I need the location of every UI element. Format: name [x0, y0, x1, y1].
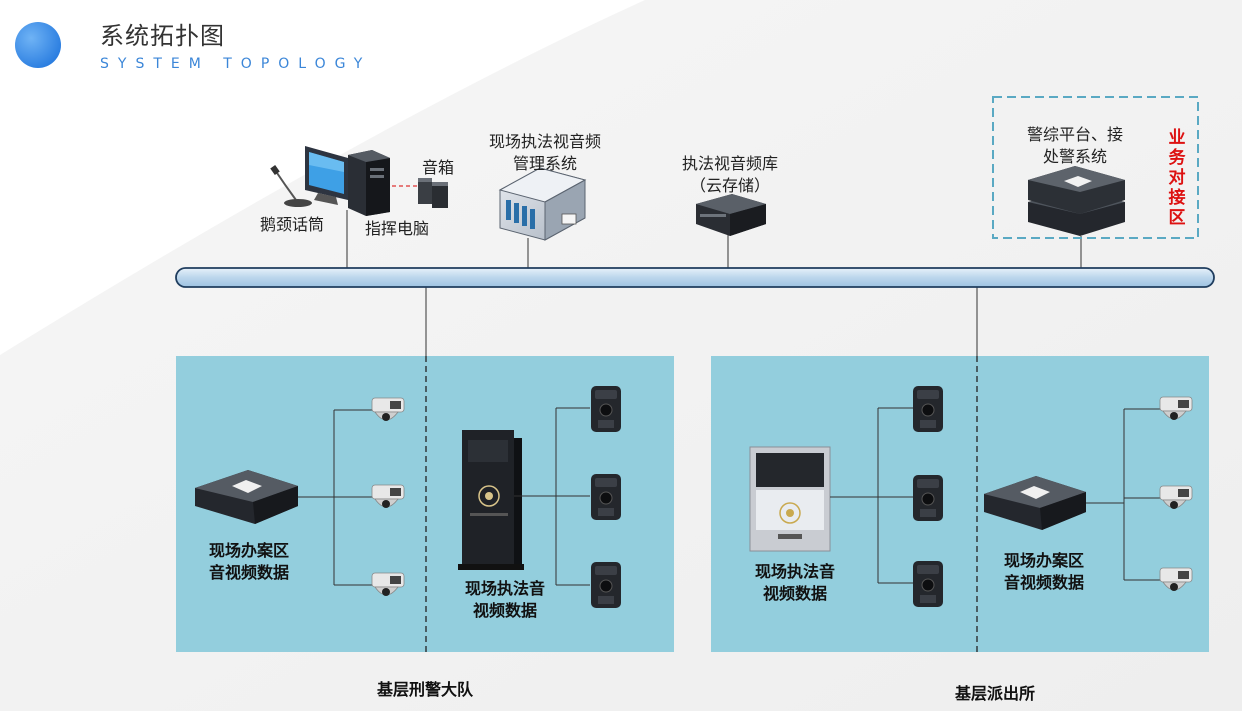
body-camera-icon	[591, 562, 621, 608]
storage-label-line1: 执法视音频库	[681, 154, 778, 173]
right-kiosk-links	[830, 407, 913, 584]
page-subtitle: SYSTEM TOPOLOGY	[100, 56, 372, 72]
mgmt-label-line1: 现场执法视音频	[488, 132, 601, 151]
left-recorder-label-line1: 现场办案区	[208, 541, 289, 560]
left-kiosk-links	[514, 407, 590, 586]
page-title: 系统拓扑图	[100, 22, 225, 50]
dome-camera-icon	[371, 484, 405, 508]
right-kiosk-icon	[749, 446, 831, 552]
right-recorder-icon	[984, 476, 1086, 530]
mic-label: 鹅颈话筒	[259, 215, 324, 234]
body-camera-icon	[591, 474, 621, 520]
right-kiosk-label-line1: 现场执法音	[754, 562, 835, 581]
storage-label-line2: （云存储）	[689, 176, 770, 195]
left-kiosk-label-line1: 现场执法音	[464, 579, 545, 598]
mgmt-label-line2: 管理系统	[512, 154, 577, 173]
right-zone-caption: 基层派出所	[954, 684, 1035, 703]
left-kiosk-label-line2: 视频数据	[472, 601, 537, 620]
left-recorder-label-line2: 音视频数据	[208, 563, 289, 582]
left-zone-caption: 基层刑警大队	[376, 680, 473, 699]
platform-server-icon	[1028, 166, 1125, 236]
right-recorder-label-line2: 音视频数据	[1003, 573, 1084, 592]
bus-drop-lines	[346, 210, 1082, 356]
right-recorder-label-line1: 现场办案区	[1003, 551, 1084, 570]
right-recorder-links	[1086, 408, 1160, 581]
left-recorder-links	[298, 409, 372, 586]
speaker-icon	[418, 178, 448, 208]
command-pc-icon	[305, 146, 390, 216]
dome-camera-icon	[1159, 396, 1193, 420]
platform-label-line2: 处警系统	[1042, 147, 1107, 166]
left-kiosk-icon	[458, 430, 524, 570]
background-white-wedge	[0, 0, 645, 355]
management-server-icon	[498, 167, 587, 241]
body-camera-icon	[591, 386, 621, 432]
pc-label: 指挥电脑	[364, 219, 429, 238]
right-kiosk-label-line2: 视频数据	[762, 584, 827, 603]
body-camera-icon	[913, 475, 943, 521]
body-camera-icon	[913, 561, 943, 607]
platform-label-line1: 警综平台、接	[1026, 125, 1123, 144]
business-zone-frame	[992, 96, 1199, 239]
storage-server-icon	[696, 194, 766, 236]
dome-camera-icon	[371, 397, 405, 421]
body-camera-icon	[913, 386, 943, 432]
left-recorder-icon	[195, 470, 298, 524]
speaker-label: 音箱	[421, 158, 454, 177]
dome-camera-icon	[1159, 567, 1193, 591]
dome-camera-icon	[371, 572, 405, 596]
gooseneck-mic-icon	[270, 165, 312, 207]
network-bus	[175, 267, 1215, 288]
header-dot-icon	[15, 22, 61, 68]
business-zone-label: 业务对接区	[1168, 128, 1186, 228]
dome-camera-icon	[1159, 485, 1193, 509]
